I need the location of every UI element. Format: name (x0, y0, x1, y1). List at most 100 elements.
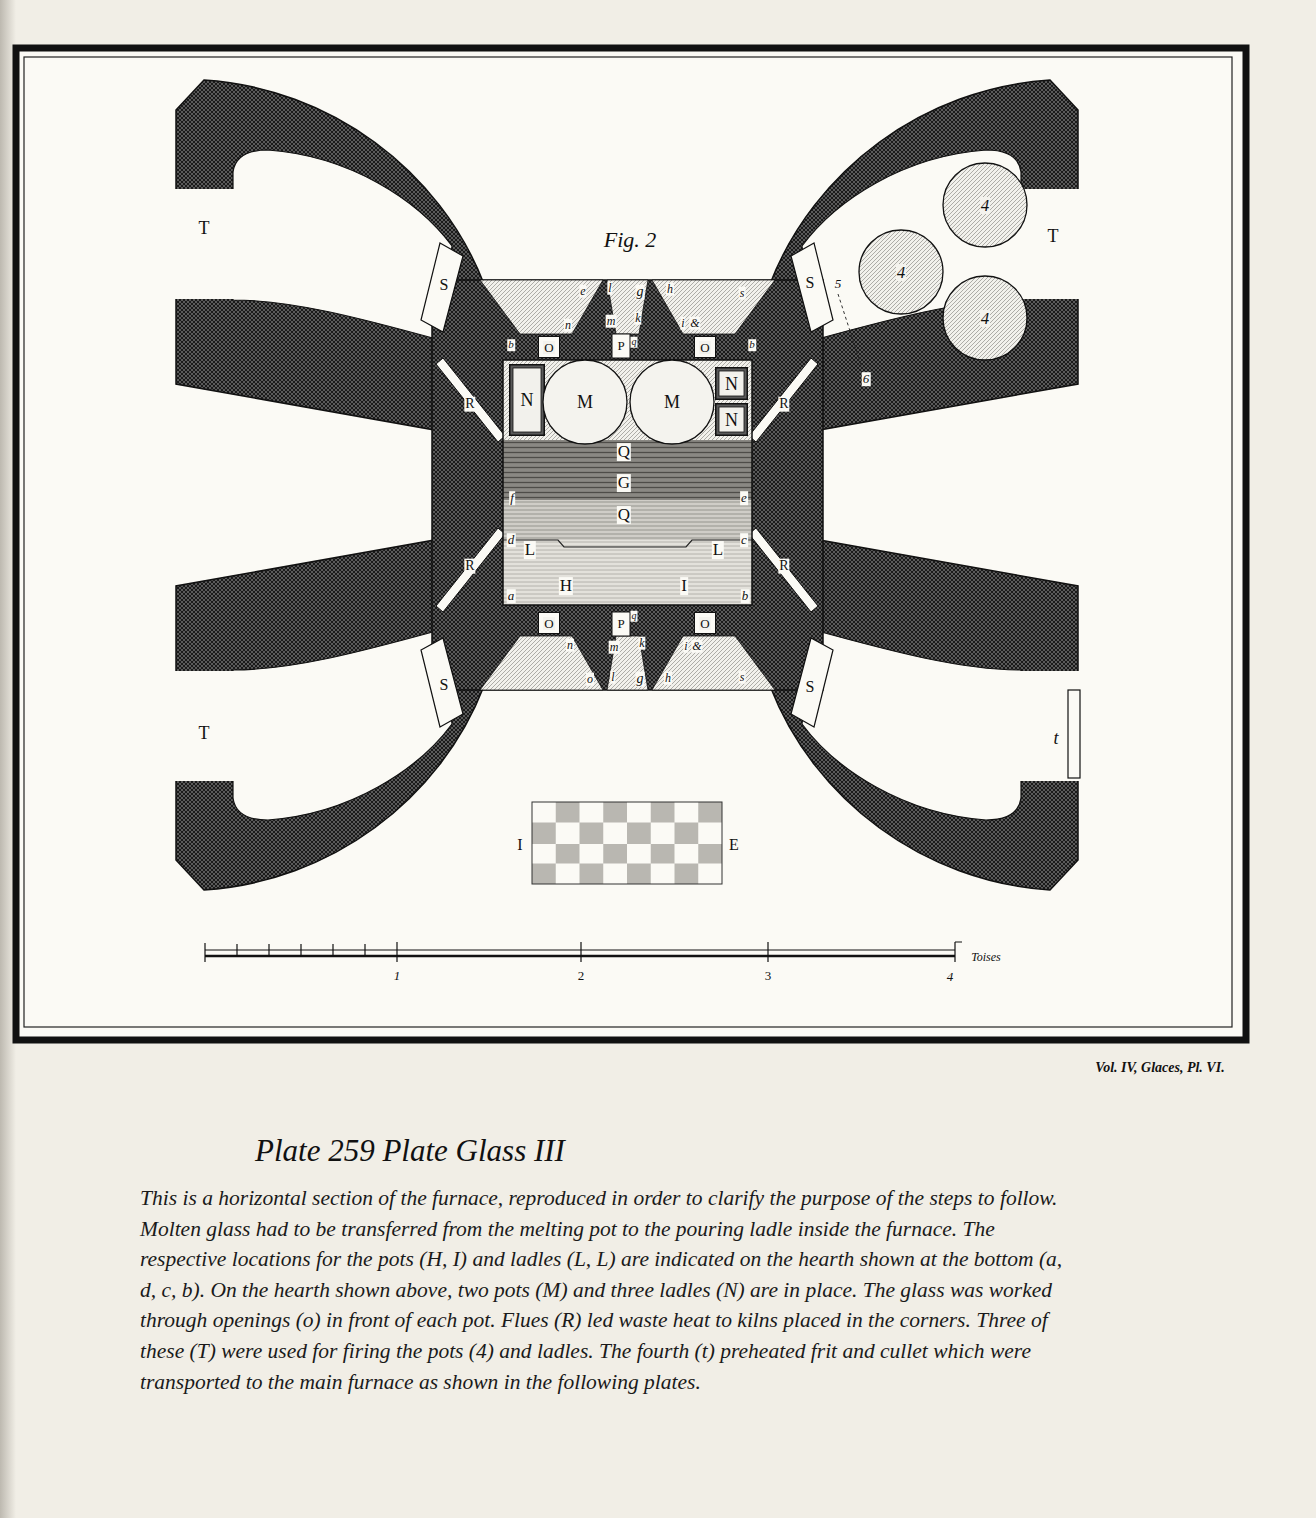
kiln-letter: t (1052, 729, 1059, 748)
pot-circle: 4 (942, 275, 1028, 361)
node-letter: 4 (980, 310, 991, 327)
part-letter: g (636, 285, 645, 300)
part-letter: i (683, 640, 688, 653)
node-letter: 4 (896, 264, 907, 281)
flue (421, 528, 505, 727)
plate-frame (16, 48, 1246, 1040)
scale-bar (205, 950, 955, 951)
part-letter: i (680, 317, 685, 330)
part-letter: H (559, 577, 573, 595)
box-outline (539, 613, 560, 634)
box-inner (719, 407, 744, 432)
part-letter: k (638, 637, 645, 650)
circle-outline (543, 360, 627, 444)
furnace-arch (652, 280, 775, 334)
part-letter: q (631, 611, 638, 622)
box-outline (695, 613, 716, 634)
part-letter: e (740, 491, 748, 505)
node-letter: N (724, 411, 739, 429)
part-letter: n (566, 639, 574, 652)
node-letter: M (576, 393, 594, 411)
furnace-body (432, 280, 823, 690)
scale-number: 3 (764, 969, 773, 983)
opening-box (612, 334, 630, 358)
part-letter: I (516, 837, 523, 854)
circle-outline (943, 163, 1027, 247)
part-letter: s (739, 671, 746, 684)
node-letter: M (663, 393, 681, 411)
furnace-arch (480, 280, 603, 334)
dashed-line (838, 294, 862, 368)
box-outline (539, 337, 560, 358)
hearth-floor (503, 500, 752, 540)
kiln-letter: T (198, 219, 211, 238)
kiln-letter: T (1047, 227, 1060, 246)
node-letter: O (699, 617, 710, 630)
part-letter: S (439, 677, 450, 694)
box-outline (716, 368, 748, 400)
part-letter: k (634, 312, 641, 325)
part-letter: e (579, 285, 586, 298)
box-inner (513, 368, 541, 432)
opening-box: O (538, 336, 560, 358)
plate-reference: Vol. IV, Glaces, Pl. VI. (1094, 1061, 1225, 1076)
part-letter: d (507, 533, 516, 547)
part-letter: g (636, 672, 645, 687)
furnace-arch (480, 636, 603, 690)
box-outline (716, 404, 748, 436)
part-letter: S (439, 277, 450, 294)
part-letter: P (616, 617, 625, 631)
opening-box: O (694, 612, 716, 634)
part-letter: f (509, 491, 515, 505)
box-inner (719, 371, 744, 396)
callout-number: 6 (862, 372, 871, 386)
circle-outline (943, 276, 1027, 360)
node-letter: O (699, 341, 710, 354)
checker-floor (532, 802, 722, 884)
part-letter: q (631, 337, 638, 348)
furnace-arch (607, 636, 648, 690)
plate-inner-frame (24, 57, 1232, 1027)
part-letter: L (712, 541, 724, 559)
part-letter: G (617, 474, 631, 492)
circle-outline (859, 230, 943, 314)
plate-title: Plate 259 Plate Glass III (255, 1133, 565, 1169)
node-letter: O (543, 341, 554, 354)
node-letter: N (724, 375, 739, 393)
part-letter: c (740, 533, 748, 547)
scale-number: 4 (946, 970, 955, 984)
kiln-door (1068, 690, 1080, 778)
scale-bar (205, 955, 955, 958)
flue (749, 528, 833, 727)
pot-circle: M (629, 359, 715, 445)
part-letter: b (741, 589, 750, 603)
scale-number: 2 (577, 969, 586, 983)
node-letter: O (543, 617, 554, 630)
hearth-outline (503, 360, 752, 605)
part-letter: s (739, 287, 746, 300)
part-letter: E (728, 837, 740, 854)
flue (749, 243, 833, 442)
opening-box: O (694, 336, 716, 358)
pot-circle: M (542, 359, 628, 445)
node-letter: 4 (980, 197, 991, 214)
part-letter: S (805, 275, 816, 292)
plate-caption: This is a horizontal section of the furn… (140, 1183, 1065, 1397)
part-letter: o (586, 673, 594, 686)
scale-ticks (205, 942, 962, 962)
scale-number: 1 (393, 969, 402, 983)
node-letter: N (520, 391, 535, 409)
flue (421, 243, 505, 442)
box-outline (695, 337, 716, 358)
part-letter: Q (617, 443, 631, 461)
circle-outline (630, 360, 714, 444)
part-letter: b (748, 339, 756, 351)
box-outline (510, 365, 545, 436)
hearth-floor (503, 440, 752, 500)
part-letter: S (805, 679, 816, 696)
flue-letter: R (464, 397, 475, 412)
furnace-arch (652, 636, 775, 690)
flue-letter: R (778, 559, 789, 574)
part-letter: & (691, 640, 702, 653)
ladle-box: N (509, 364, 545, 436)
